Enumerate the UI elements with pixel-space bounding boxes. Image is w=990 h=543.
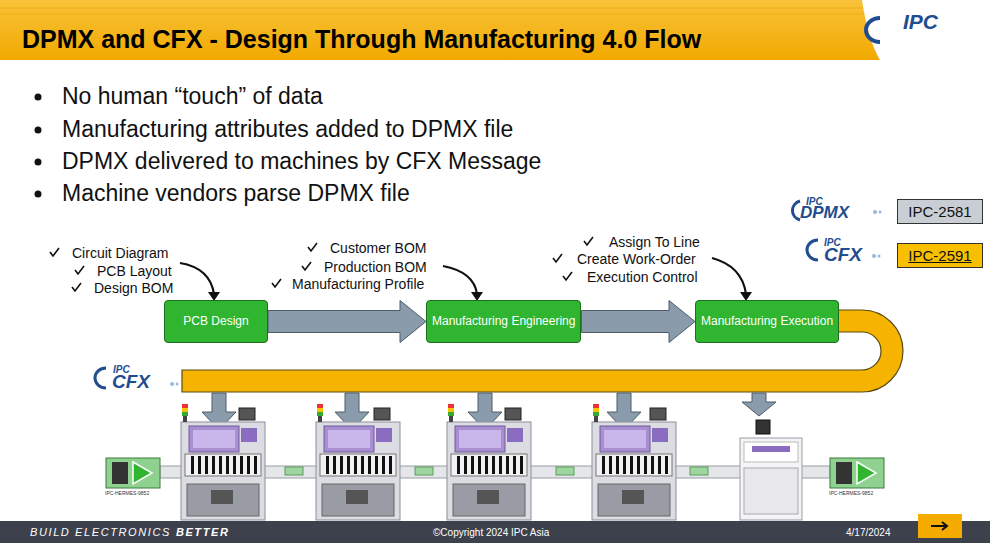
inspection-machine <box>740 420 802 520</box>
node-text: Manufacturing Engineering <box>432 315 575 329</box>
checklist-item: Production BOM <box>324 260 427 275</box>
footer-text: ©Copyright 2024 IPC Asia <box>433 527 549 538</box>
checklist-item: Execution Control <box>587 270 698 285</box>
process-box: Manufacturing Execution <box>695 300 839 343</box>
bullet-text: No human “touch” of data <box>62 84 323 109</box>
checklist-item: Manufacturing Profile <box>292 277 424 292</box>
standard-box: IPC-2591 <box>897 243 983 268</box>
checklist-item: Create Work-Order <box>577 252 696 267</box>
logo-text: CFX <box>112 372 150 393</box>
footer-text: 4/17/2024 <box>846 527 891 538</box>
checklist-item: Assign To Line <box>609 235 700 250</box>
logo-text: DPMX <box>800 204 849 223</box>
standard-box: IPC-2581 <box>897 199 983 224</box>
node-text: PCB Design <box>183 315 248 329</box>
node-text: Manufacturing Execution <box>701 315 833 329</box>
bullet-text: Machine vendors parse DPMX file <box>62 181 410 206</box>
device-label: IPC-HERMES-9852 <box>105 491 149 497</box>
process-box: PCB Design <box>164 300 268 343</box>
node-text: IPC-2581 <box>908 203 971 220</box>
footer-text: BUILD ELECTRONICS <box>30 526 171 538</box>
hermes-icon <box>106 458 884 488</box>
block-arrow <box>581 301 695 343</box>
logo-text: IPC <box>903 10 938 33</box>
slide-title: DPMX and CFX - Design Through Manufactur… <box>22 25 701 54</box>
footer-text: BETTER <box>176 526 230 538</box>
checklist-item: Customer BOM <box>330 241 426 256</box>
block-arrow <box>268 301 426 343</box>
process-box: Manufacturing Engineering <box>426 300 581 343</box>
bullet-text: DPMX delivered to machines by CFX Messag… <box>62 149 541 174</box>
bullet-text: Manufacturing attributes added to DPMX f… <box>62 117 513 142</box>
node-text: IPC-2591 <box>908 247 971 264</box>
checklist-item: Design BOM <box>94 281 173 296</box>
logo-text: CFX <box>824 245 862 266</box>
checklist-item: PCB Layout <box>97 264 172 279</box>
checklist-item: Circuit Diagram <box>72 246 168 261</box>
device-label: IPC-HERMES-9852 <box>829 491 873 497</box>
